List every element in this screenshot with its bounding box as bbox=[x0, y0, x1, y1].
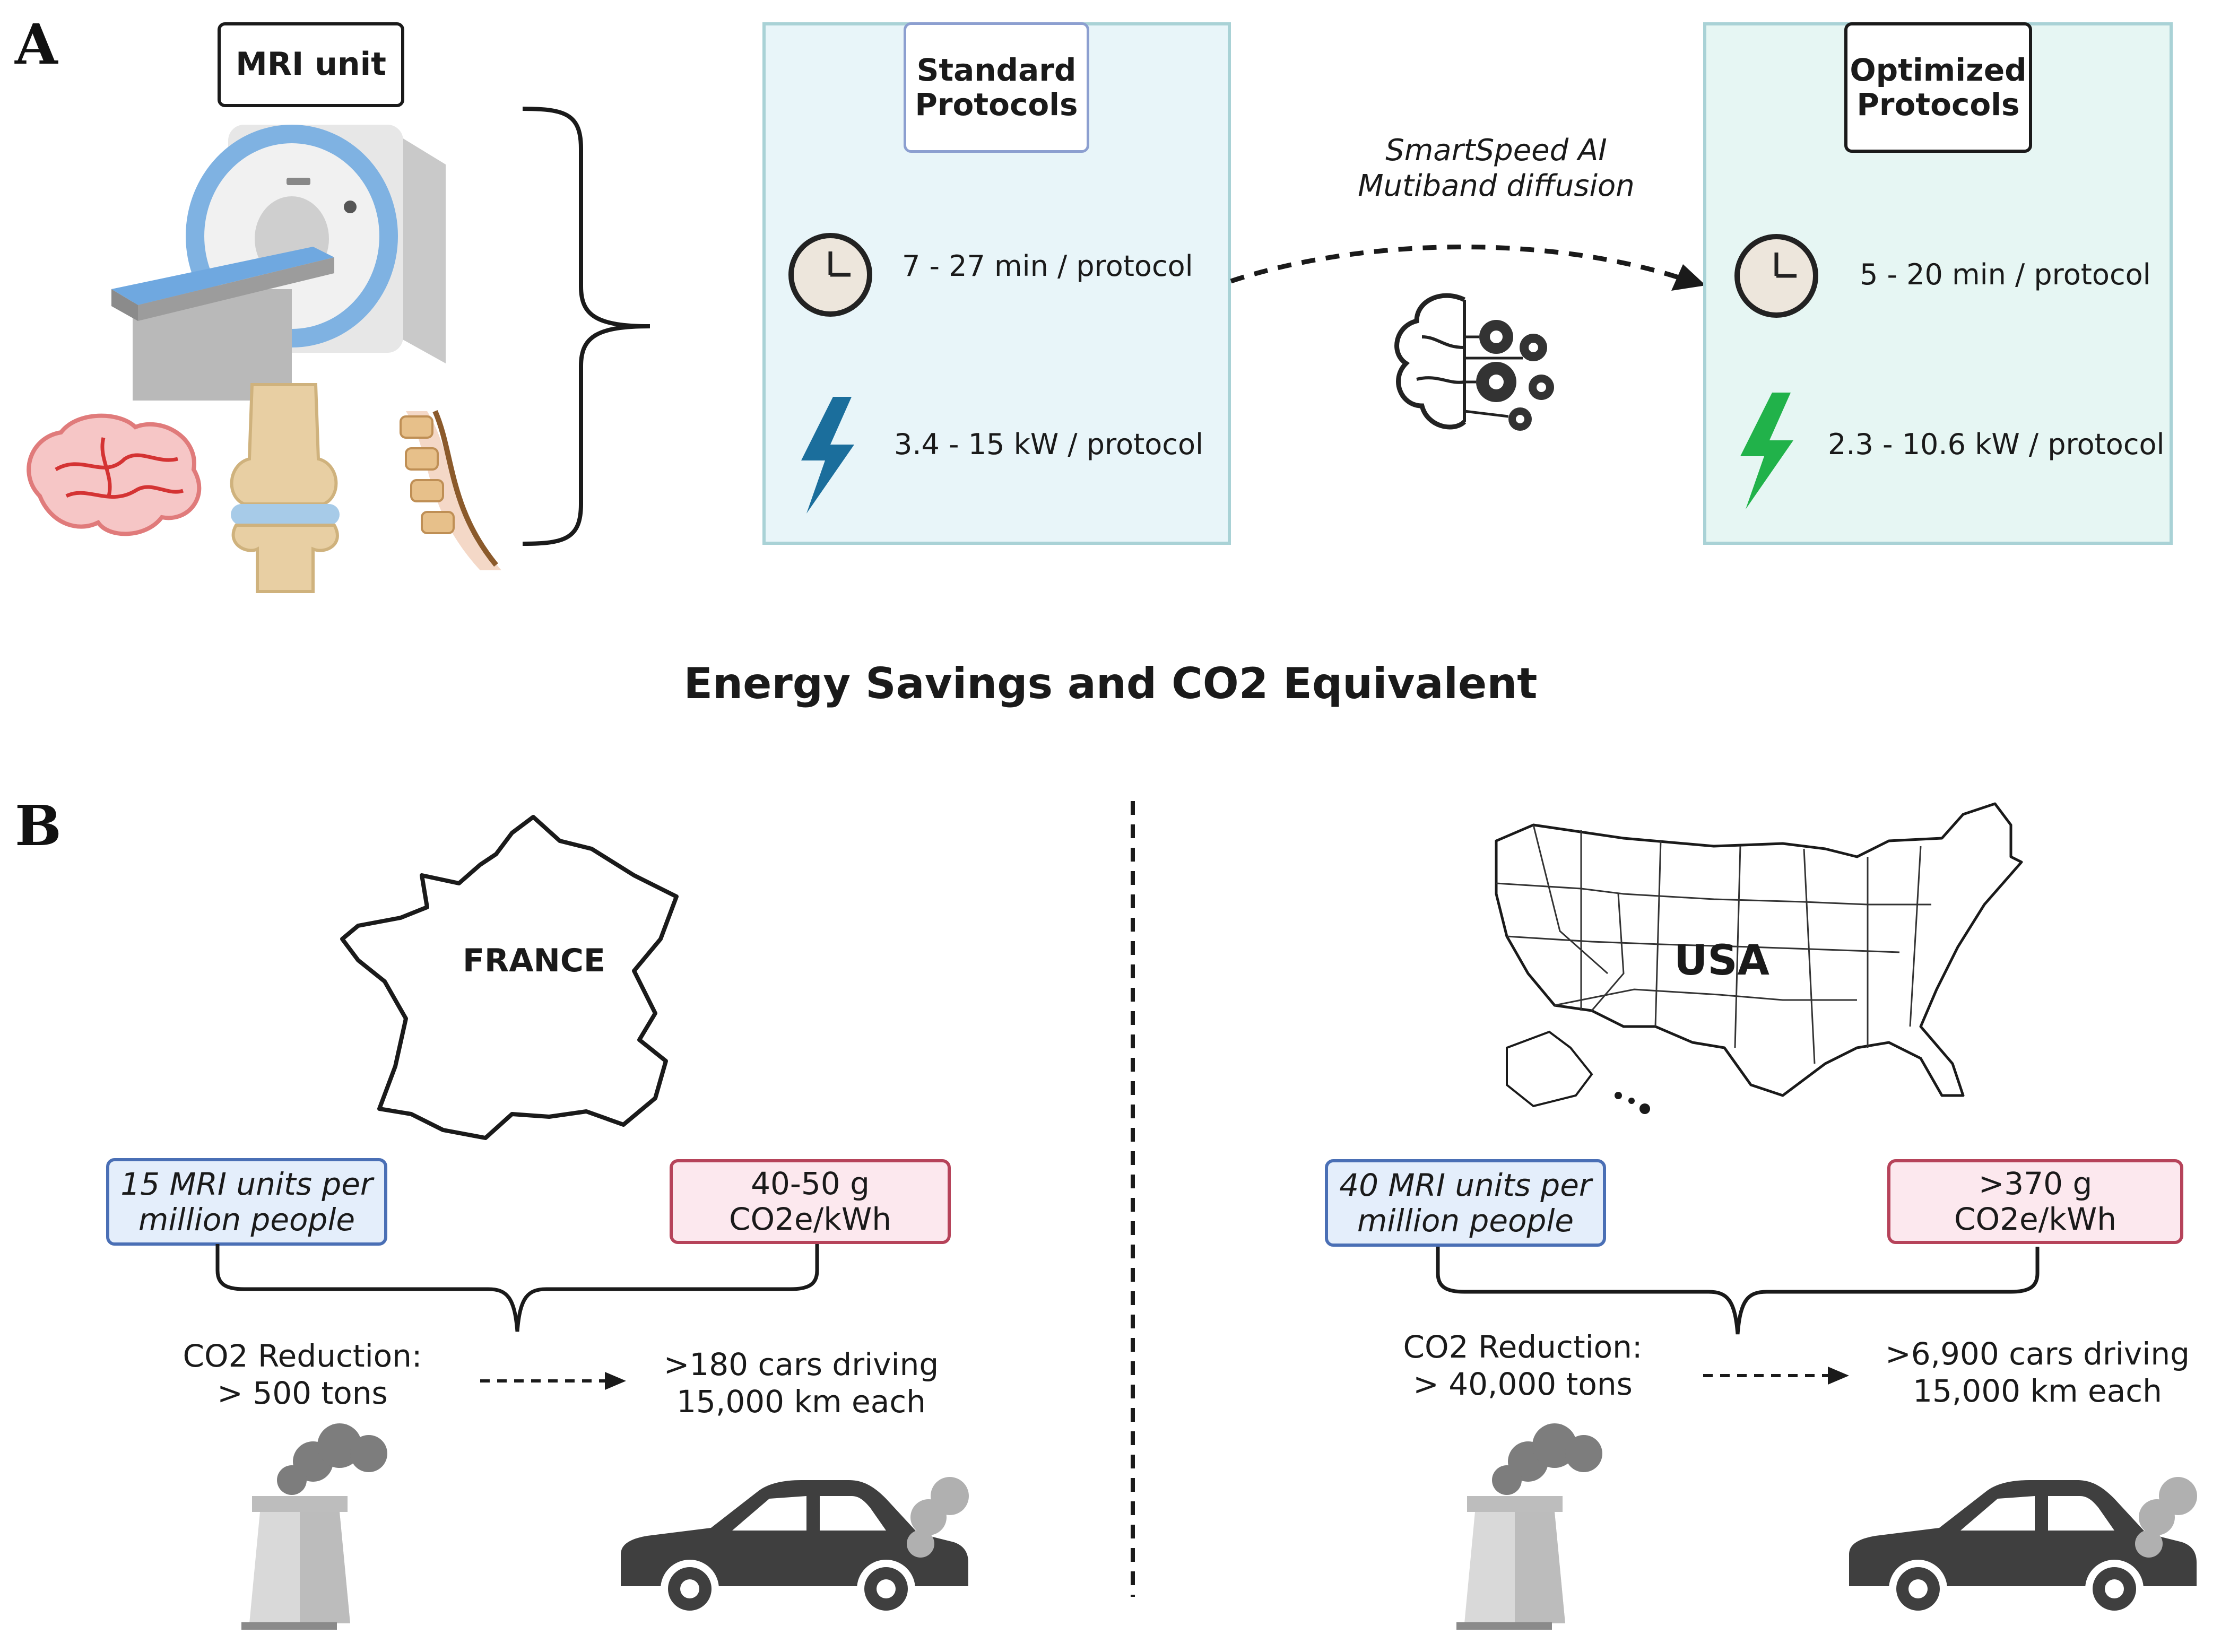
france-units-line1: 15 MRI units per bbox=[120, 1166, 373, 1202]
usa-intensity-line1: >370 g bbox=[1978, 1166, 2093, 1202]
panel-b-letter: B bbox=[15, 793, 62, 858]
france-mri-units-box: 15 MRI units per million people bbox=[106, 1158, 387, 1246]
lightning-icon bbox=[801, 397, 854, 514]
usa-label: USA bbox=[1674, 937, 1769, 985]
france-cars-line2: 15,000 km each bbox=[676, 1383, 926, 1420]
usa-cars-equivalent: >6,900 cars driving 15,000 km each bbox=[1878, 1336, 2197, 1410]
smoke-icon bbox=[277, 1423, 387, 1495]
car-icon bbox=[1849, 1477, 2197, 1618]
grouping-brace bbox=[522, 107, 650, 546]
equivalence-arrow bbox=[1703, 1367, 1849, 1385]
mri-unit-label: MRI unit bbox=[218, 22, 404, 107]
france-units-line2: million people bbox=[138, 1201, 355, 1238]
clock-icon bbox=[788, 233, 872, 317]
mri-scanner-icon bbox=[111, 125, 446, 401]
france-map-icon bbox=[340, 815, 679, 1140]
france-combine-brace bbox=[215, 1244, 819, 1332]
usa-combine-brace bbox=[1436, 1247, 2040, 1335]
france-cars-equivalent: >180 cars driving 15,000 km each bbox=[653, 1346, 950, 1420]
usa-intensity-line2: CO2e/kWh bbox=[1954, 1201, 2116, 1237]
smoke-icon bbox=[907, 1477, 969, 1558]
france-intensity-line1: 40-50 g bbox=[751, 1166, 870, 1202]
standard-time-text: 7 - 27 min / protocol bbox=[902, 249, 1193, 283]
equivalence-arrow bbox=[480, 1372, 626, 1390]
usa-units-line1: 40 MRI units per bbox=[1339, 1167, 1592, 1203]
smoke-icon bbox=[1492, 1423, 1602, 1495]
factory-icon bbox=[241, 1423, 387, 1630]
car-icon bbox=[621, 1477, 969, 1618]
optimized-time-text: 5 - 20 min / protocol bbox=[1860, 258, 2151, 291]
clock-icon bbox=[1734, 234, 1818, 318]
method-line2: Mutiband diffusion bbox=[1358, 169, 1635, 204]
usa-units-line2: million people bbox=[1357, 1202, 1574, 1239]
optimized-title-line1: Optimized bbox=[1850, 52, 2027, 89]
standard-energy-text: 3.4 - 15 kW / protocol bbox=[894, 428, 1204, 461]
method-line1: SmartSpeed AI bbox=[1385, 133, 1607, 168]
standard-title-line2: Protocols bbox=[915, 86, 1078, 123]
france-cars-line1: >180 cars driving bbox=[663, 1346, 939, 1383]
brain-icon bbox=[27, 413, 202, 536]
optimization-arrow bbox=[1230, 245, 1706, 291]
standard-protocols-title: Standard Protocols bbox=[904, 22, 1089, 153]
usa-reduction-line2: > 40,000 tons bbox=[1413, 1366, 1633, 1402]
knee-joint-icon bbox=[230, 383, 340, 593]
smoke-icon bbox=[2135, 1477, 2197, 1558]
section-heading: Energy Savings and CO2 Equivalent bbox=[683, 659, 1538, 708]
spine-icon bbox=[400, 410, 501, 570]
usa-mri-units-box: 40 MRI units per million people bbox=[1325, 1159, 1606, 1247]
panel-a-letter: A bbox=[15, 12, 58, 77]
france-co2-reduction: CO2 Reduction: > 500 tons bbox=[175, 1338, 430, 1412]
france-intensity-line2: CO2e/kWh bbox=[729, 1201, 891, 1237]
usa-cars-line2: 15,000 km each bbox=[1913, 1372, 2162, 1409]
usa-carbon-intensity-box: >370 g CO2e/kWh bbox=[1887, 1159, 2183, 1244]
optimized-protocols-title: Optimized Protocols bbox=[1844, 22, 2032, 153]
france-reduction-line1: CO2 Reduction: bbox=[183, 1338, 422, 1374]
usa-map-icon bbox=[1495, 802, 2023, 1114]
optimized-energy-text: 2.3 - 10.6 kW / protocol bbox=[1828, 428, 2165, 461]
usa-cars-line1: >6,900 cars driving bbox=[1885, 1336, 2190, 1372]
ai-brain-gears-icon bbox=[1394, 293, 1554, 431]
france-carbon-intensity-box: 40-50 g CO2e/kWh bbox=[670, 1159, 951, 1244]
usa-co2-reduction: CO2 Reduction: > 40,000 tons bbox=[1390, 1329, 1655, 1403]
usa-reduction-line1: CO2 Reduction: bbox=[1403, 1329, 1643, 1365]
france-label: FRANCE bbox=[463, 942, 605, 979]
france-reduction-line2: > 500 tons bbox=[217, 1375, 388, 1411]
optimized-title-line2: Protocols bbox=[1856, 86, 2020, 123]
method-label: SmartSpeed AI Mutiband diffusion bbox=[1295, 133, 1698, 204]
mri-unit-label-text: MRI unit bbox=[236, 46, 386, 83]
lightning-icon bbox=[1740, 393, 1793, 509]
country-divider bbox=[1131, 801, 1135, 1597]
standard-title-line1: Standard bbox=[916, 52, 1077, 89]
factory-icon bbox=[1456, 1423, 1602, 1630]
